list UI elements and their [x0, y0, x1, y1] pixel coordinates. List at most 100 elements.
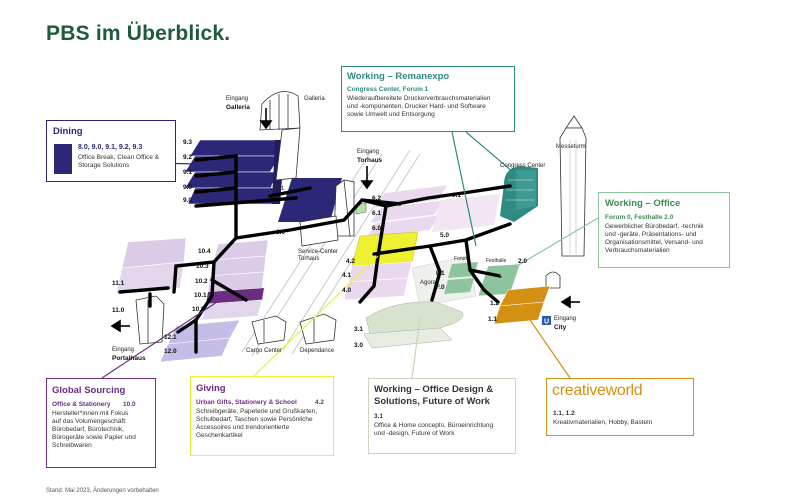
design-desc-2: und -design, Future of Work	[374, 430, 455, 437]
label-hall-6-0: 6.0	[372, 225, 382, 232]
label-eingang-torhaus-2: Torhaus	[357, 157, 383, 164]
label-hall-9-0b: 9.0	[183, 197, 193, 204]
giving-sub-hall: 4.2	[315, 399, 325, 406]
office-desc-1: Gewerblicher Bürobedarf, -technik	[605, 223, 704, 230]
page-title: PBS im Überblick.	[46, 22, 231, 45]
creativeworld-logo: creativeworld	[552, 382, 643, 399]
label-hall-9-0: 9.0	[183, 184, 193, 191]
label-cargo-center: Cargo Center	[246, 348, 283, 354]
remanexpo-sub: Congress Center, Forum 1	[347, 86, 429, 93]
design-desc-1: Office & Home concepts, Büroeinrichtung	[374, 422, 494, 429]
label-eingang-galleria-1: Eingang	[226, 96, 249, 102]
info-box-remanexpo: Working – Remanexpo Congress Center, For…	[341, 66, 515, 132]
label-hall-10-3: 10.3	[196, 263, 209, 270]
label-gal1: Gal.1	[270, 186, 285, 192]
creative-sub: 1.1, 1.2	[553, 410, 575, 417]
dining-desc-2: Storage Solutions	[78, 162, 130, 169]
office-title: Working – Office	[605, 198, 681, 209]
label-hall-6-2: 6.2	[372, 195, 382, 202]
dining-title: Dining	[53, 126, 83, 137]
global-desc-4: Bürogeräte sowie Papier und	[52, 434, 136, 441]
hall-5[interactable]	[432, 194, 500, 232]
label-messeturm: Messeturm	[556, 144, 586, 150]
global-desc-5: Schreibwaren	[52, 442, 92, 449]
label-hall-6-1: 6.1	[372, 210, 382, 217]
office-sub: Forum 0, Festhalle 2.0	[605, 214, 674, 221]
label-festhalle: Festhalle	[486, 258, 507, 264]
hall-12[interactable]	[159, 319, 241, 363]
info-box-global-sourcing: Global Sourcing Office & Stationery 10.0…	[46, 378, 156, 468]
label-hall-1-2: 1.2	[490, 300, 500, 307]
giving-desc-2: Schulbedarf, Taschen sowie Persönliche	[196, 416, 313, 423]
label-hall-11-0: 11.0	[112, 307, 125, 314]
label-hall-10-1: 10.1	[194, 292, 207, 299]
congress-center-building[interactable]	[500, 166, 538, 222]
global-sub: Office & Stationery	[52, 401, 111, 408]
label-hall-5-0: 5.0	[440, 232, 450, 239]
hall-11[interactable]	[115, 237, 187, 295]
label-service-center-1: Service-Center	[298, 249, 339, 255]
remanexpo-title: Working – Remanexpo	[347, 71, 450, 82]
label-hall-9-2: 9.2	[183, 154, 193, 161]
u-bahn-icon	[542, 316, 551, 325]
hall-8-dining[interactable]	[278, 178, 342, 222]
label-forum: Forum	[454, 256, 469, 262]
creative-desc: Kreativmaterialien, Hobby, Basteln	[553, 419, 653, 426]
dining-desc-1: Office Break, Clean Office &	[78, 154, 160, 161]
label-eingang-torhaus-1: Eingang	[357, 149, 380, 155]
label-eingang-galleria-2: Galleria	[226, 104, 250, 111]
label-hall-4-1: 4.1	[342, 272, 352, 279]
label-hall-f0: F.0	[436, 284, 445, 291]
office-desc-4: Verbrauchsmaterialien	[605, 247, 670, 254]
label-eingang-city-2: City	[554, 324, 567, 331]
label-hall-3-0: 3.0	[354, 342, 364, 349]
remanexpo-desc-2: und -komponenten, Drucker Hard- und Soft…	[347, 103, 486, 110]
giving-desc-3: Accessoires und trendorientierte	[196, 424, 290, 431]
label-galleria: Galleria	[304, 96, 325, 102]
remanexpo-desc-1: Wiederaufbereitete Druckerverbrauchsmate…	[347, 95, 491, 102]
hall-4[interactable]	[343, 231, 419, 301]
footer-note: Stand: Mai 2023, Änderungen vorbehalten	[46, 488, 159, 494]
giving-sub: Urban Gifts, Stationery & School	[196, 399, 297, 406]
giving-desc-1: Schreibgeräte, Papeterie und Grußkarten,	[196, 408, 318, 415]
label-hall-9-1b: 9.1	[452, 192, 462, 199]
label-congress-center: Congress Center	[500, 163, 546, 169]
portalhaus-building	[135, 295, 165, 345]
info-box-creativeworld: creativeworld 1.1, 1.2 Kreativmaterialie…	[546, 378, 694, 436]
label-hall-9-1: 9.1	[183, 169, 193, 176]
label-service-center-2: Torhaus	[298, 256, 320, 262]
hall-1-creativeworld[interactable]	[493, 285, 551, 325]
label-hall-10-0: 10.0	[192, 306, 205, 313]
hall-3[interactable]	[363, 301, 464, 349]
label-hall-4-0: 4.0	[342, 287, 352, 294]
u-bahn-letter: U	[544, 319, 549, 326]
giving-title: Giving	[196, 383, 226, 394]
messeturm-tower	[559, 115, 587, 257]
label-hall-1-1: 1.1	[488, 316, 498, 323]
label-hall-2-0: 2.0	[518, 258, 528, 265]
cargo-center-building	[251, 315, 287, 345]
global-desc-2: auf das Volumengeschäft:	[52, 418, 127, 425]
info-box-working-office: Working – Office Forum 0, Festhalle 2.0 …	[598, 192, 730, 268]
label-hall-12-1: 12.1	[164, 334, 177, 341]
design-title-2: Solutions, Future of Work	[374, 396, 490, 407]
label-dependance: Dependance	[300, 348, 335, 354]
global-title: Global Sourcing	[52, 385, 126, 396]
label-hall-9-3: 9.3	[183, 139, 193, 146]
city-building	[545, 271, 561, 289]
office-desc-2: und -geräte, Präsentations- und	[605, 231, 697, 238]
label-eingang-portalhaus-1: Eingang	[112, 347, 135, 353]
design-title-1: Working – Office Design &	[374, 384, 494, 395]
label-agora: Agora	[420, 280, 437, 286]
walkway-routes	[118, 154, 512, 354]
info-box-giving: Giving Urban Gifts, Stationery & School …	[190, 376, 334, 456]
label-hall-11-1: 11.1	[112, 280, 125, 287]
entrance-arrows	[110, 108, 580, 333]
dining-color-swatch	[54, 144, 72, 174]
info-box-dining: Dining 8.0, 9.0, 9.1, 9.2, 9.3 Office Br…	[46, 120, 176, 182]
label-hall-8-0: 8.0	[276, 229, 286, 236]
label-hall-10-2: 10.2	[195, 278, 208, 285]
remanexpo-desc-3: sowie Umwelt und Entsorgung	[347, 111, 435, 118]
